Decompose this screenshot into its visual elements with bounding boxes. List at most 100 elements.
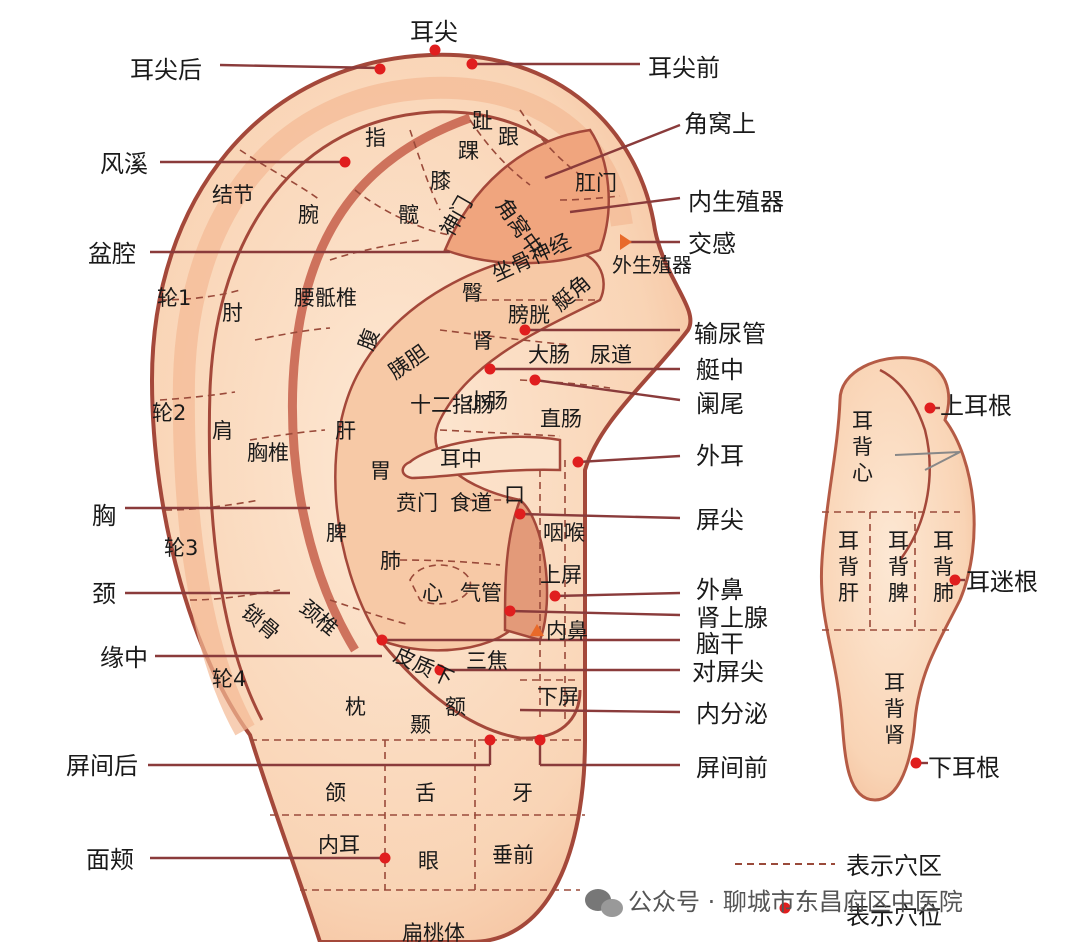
label-erbei-fei: 耳背肺 [933,529,954,605]
label-neibi: 内鼻 [546,619,588,643]
point-lanwei [529,374,541,386]
point-shuniaoguan [519,324,531,336]
legend-point-label: 表示穴位 [846,902,942,930]
label-xiong: 胸 [92,502,116,530]
legend-point-dot [779,902,791,914]
helix-crus [401,435,562,480]
label-wan: 腕 [298,203,319,227]
label-biantaoti: 扁桃体 [402,921,465,942]
label-erjian: 耳尖 [410,18,458,46]
point-tingzhong [484,363,496,375]
label-dachang: 大肠 [528,343,570,367]
label-shenshangxian: 肾上腺 [696,604,768,632]
point-neibi [530,624,544,636]
label-erjian-qian: 耳尖前 [648,54,720,82]
label-shierzhichang: 十二指肠 [410,393,494,417]
helix-inner-edge [207,110,606,721]
point-mianjia [379,852,391,864]
label-lanwei: 阑尾 [696,390,744,418]
point-erjian-hou [374,63,386,75]
point-waibi [549,590,561,602]
point-pingjian-hou [484,734,496,746]
label-lun4: 轮4 [212,667,246,691]
point-xia-ergen [910,757,922,769]
label-gangmen: 肛门 [575,171,617,195]
label-jiaowo-shang: 角窝上 [684,110,756,138]
label-erbei-xin: 耳背心 [852,409,873,485]
label-nie: 颞 [410,713,431,737]
legend: 表示穴区 表示穴位 [735,852,942,930]
point-shenshangxian [504,605,516,617]
label-mianjia: 面颊 [86,846,134,874]
label-zhi-toe: 趾 [472,109,493,133]
acupoints [339,44,632,864]
label-erbei-pi: 耳背脾 [888,529,909,605]
label-zhou: 肘 [222,301,243,325]
label-jiaogan: 交感 [688,230,736,258]
label-pingjian-hou: 屏间后 [66,752,138,780]
point-fengxi [339,156,351,168]
label-jiejie: 结节 [212,183,254,207]
label-shang-ergen: 上耳根 [940,392,1012,420]
legend-zone-label: 表示穴区 [846,852,942,880]
label-xiaochang: 小肠 [466,389,508,413]
label-jing: 颈 [92,580,116,608]
label-xi: 膝 [430,169,451,193]
point-shang-ergen [924,402,936,414]
label-waibi: 外鼻 [696,576,744,604]
inner-labels: 趾 跟 踝 指 膝 角窝中 神门 肛门 结节 腕 髋 坐骨神经 外生殖器 臀 膀… [152,109,692,942]
label-waishengzhiqi-1: 外生殖器 [612,253,692,277]
back-ear-outline [819,356,976,802]
label-niaodao: 尿道 [590,343,632,367]
watermark: 公众号 · 聊城市东昌府区中医院 [585,888,963,917]
point-pingjian-qian [534,734,546,746]
label-erbei-shen: 耳背肾 [884,671,905,747]
point-jiaogan [620,234,632,250]
point-waier [572,456,584,468]
label-penqiang: 盆腔 [88,240,136,268]
zone-dividers [159,109,621,720]
label-gen: 跟 [498,125,519,149]
label-zhichang: 直肠 [540,407,582,431]
label-pingjian: 屏尖 [696,506,744,534]
point-pingjian [514,508,526,520]
label-erzhong: 耳中 [440,447,482,471]
label-huai: 踝 [458,139,479,163]
label-fei: 肺 [380,549,401,573]
label-kuan: 髋 [398,203,419,227]
label-shangping: 上屏 [540,563,582,587]
label-waier: 外耳 [696,442,744,470]
watermark-text: 公众号 · 聊城市东昌府区中医院 [628,888,963,916]
label-yan: 眼 [418,849,439,873]
label-erbei-gan: 耳背肝 [838,529,859,605]
label-tingzhong: 艇中 [696,356,744,384]
wechat-icon [585,889,623,917]
label-shuniaoguan: 输尿管 [694,320,766,348]
label-xiongzhui: 胸椎 [247,441,289,465]
label-neier: 内耳 [318,833,360,857]
label-ermi-gen: 耳迷根 [966,568,1038,596]
label-xia-ergen: 下耳根 [928,754,1000,782]
point-duipingjian [434,664,446,676]
label-pingjian-qian: 屏间前 [696,754,768,782]
label-pangguang: 膀胱 [508,303,550,327]
label-lun1: 轮1 [157,286,191,310]
label-qiguan: 气管 [460,581,502,605]
label-gan: 肝 [335,419,356,443]
label-xin: 心 [422,581,443,605]
label-erjian-hou: 耳尖后 [130,56,202,84]
label-wei: 胃 [370,459,391,483]
label-neifenmi: 内分泌 [696,700,768,728]
label-yuanzhong: 缘中 [100,644,148,672]
label-pi: 脾 [326,521,347,545]
label-she: 舌 [415,781,436,805]
triangular-fossa [443,128,610,265]
back-ear: 上耳根 耳迷根 下耳根 耳背心 耳背肝 耳背脾 耳背肺 耳背肾 [819,356,1038,802]
label-xiaping: 下屏 [537,685,579,709]
helix-band [172,76,633,736]
label-yaodizhui: 腰骶椎 [294,286,357,310]
label-chuiqian: 垂前 [492,843,534,867]
antihelix-ridge [287,113,472,653]
